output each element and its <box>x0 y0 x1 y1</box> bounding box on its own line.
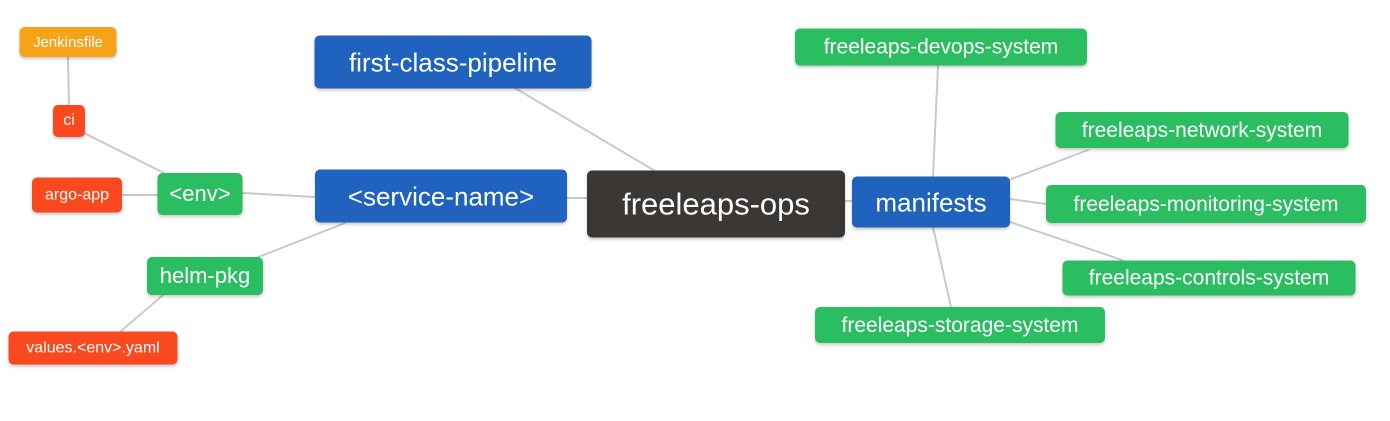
node-service-name[interactable]: <service-name> <box>315 169 567 223</box>
node-manifests[interactable]: manifests <box>852 176 1010 228</box>
node-freeleaps-controls-system[interactable]: freeleaps-controls-system <box>1062 260 1356 296</box>
edge-values-helmpkg <box>119 294 164 333</box>
node-freeleaps-network-system[interactable]: freeleaps-network-system <box>1055 112 1349 148</box>
node-ci[interactable]: ci <box>53 105 85 137</box>
edge-manifests-network <box>1008 149 1089 181</box>
edge-jenkinsfile-ci <box>67 56 70 106</box>
node-env[interactable]: <env> <box>157 173 243 215</box>
node-values-env-yaml[interactable]: values.<env>.yaml <box>8 331 178 365</box>
node-freeleaps-ops-root[interactable]: freeleaps-ops <box>587 170 845 238</box>
node-jenkinsfile[interactable]: Jenkinsfile <box>19 27 117 57</box>
edge-manifests-storage <box>932 226 952 308</box>
edge-manifests-controls <box>1009 221 1123 261</box>
node-freeleaps-storage-system[interactable]: freeleaps-storage-system <box>815 307 1105 343</box>
node-helm-pkg[interactable]: helm-pkg <box>147 257 263 295</box>
edge-ci-env <box>83 132 167 175</box>
edge-manifests-monitoring <box>1009 198 1047 205</box>
edge-manifests-devops <box>932 65 939 178</box>
edge-pipeline-root <box>514 87 656 172</box>
edge-helmpkg-service <box>255 222 346 259</box>
node-first-class-pipeline[interactable]: first-class-pipeline <box>314 35 592 89</box>
node-freeleaps-monitoring-system[interactable]: freeleaps-monitoring-system <box>1046 185 1366 223</box>
edge-env-service <box>242 192 316 198</box>
node-argo-app[interactable]: argo-app <box>32 177 122 213</box>
node-freeleaps-devops-system[interactable]: freeleaps-devops-system <box>795 28 1087 66</box>
